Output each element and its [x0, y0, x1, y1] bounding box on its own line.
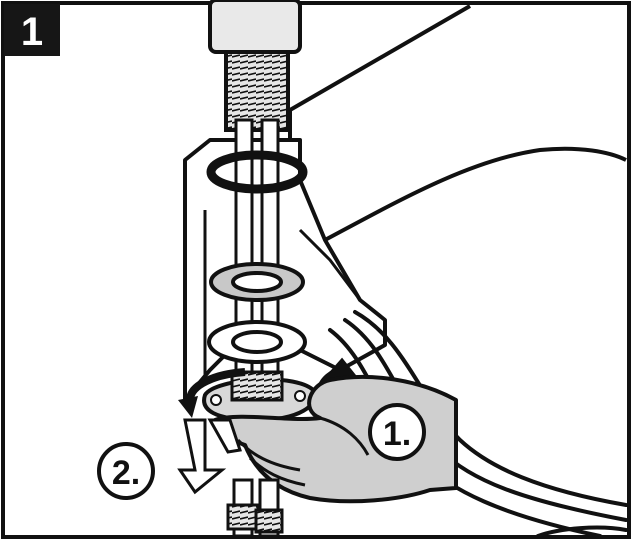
callout-2-label: 2. — [112, 454, 140, 492]
faucet-body — [208, 0, 302, 132]
callout-1: 1. — [368, 403, 426, 461]
callout-2: 2. — [97, 442, 155, 500]
step-badge-label: 1 — [21, 10, 43, 54]
callout-1-label: 1. — [383, 415, 411, 453]
hose-fittings — [226, 478, 284, 538]
white-ring — [207, 320, 307, 364]
gasket-ring — [209, 262, 305, 302]
top-washer — [206, 150, 308, 194]
counter-rotation-arrow-icon — [177, 418, 242, 495]
step-badge: 1 — [4, 4, 60, 56]
